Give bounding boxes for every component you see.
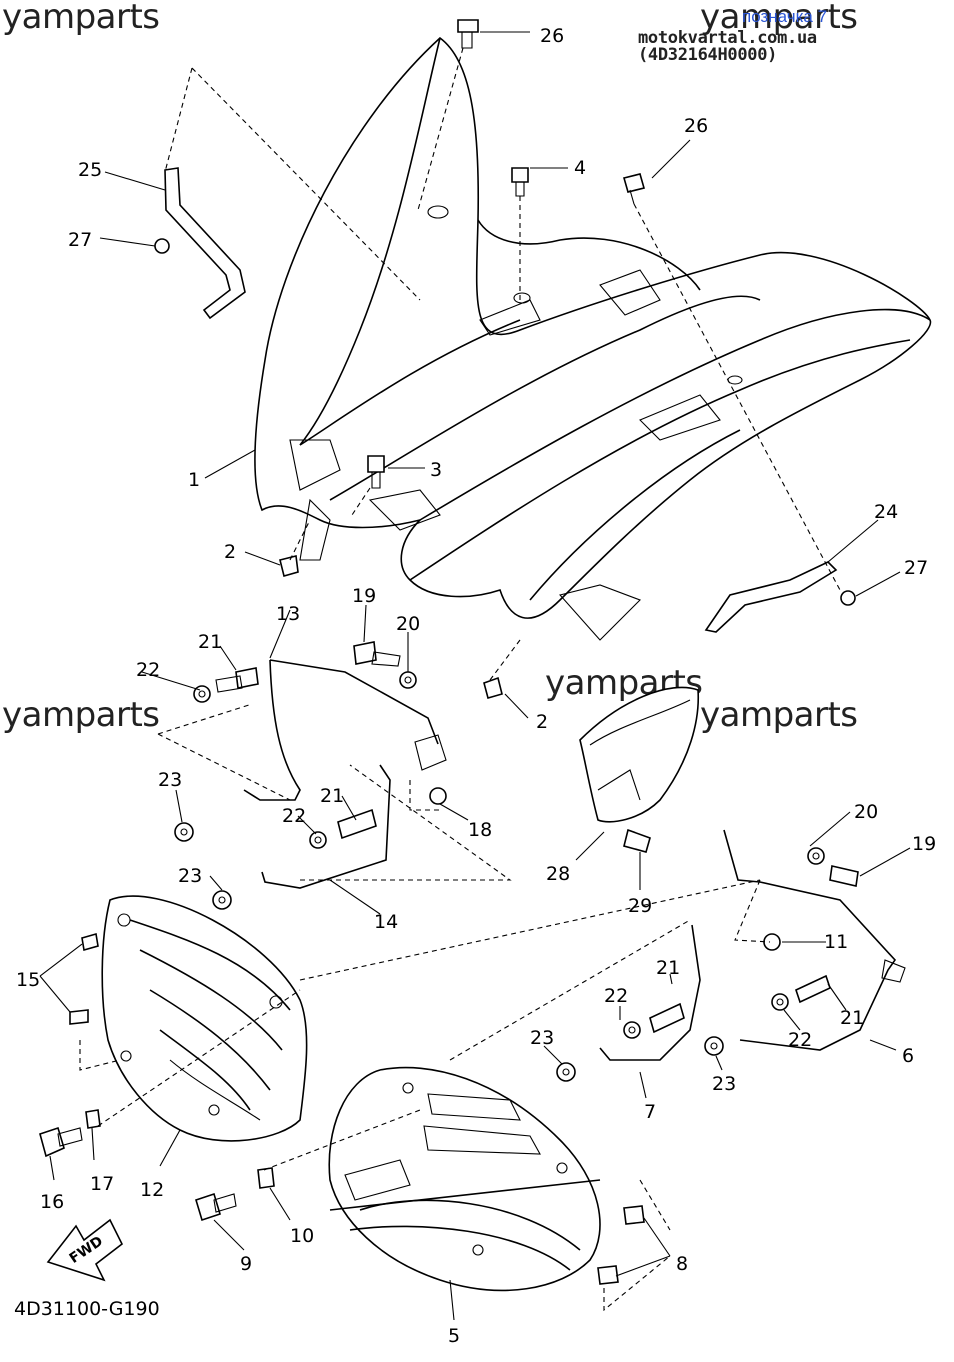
part-label: 27 — [904, 557, 928, 579]
part-label: 7 — [644, 1101, 656, 1123]
part-label: 5 — [448, 1325, 460, 1347]
watermark: yamparts — [2, 695, 160, 735]
stay-6 — [723, 829, 897, 1051]
source-line: motokvartal.com.ua (4D32164H0000) — [638, 28, 817, 65]
part-label: 21 — [198, 631, 222, 653]
watermark: yamparts — [700, 0, 858, 37]
part-label: 21 — [656, 957, 680, 979]
part-label: 3 — [430, 459, 442, 481]
part-label: 24 — [874, 501, 898, 523]
watermark: yamparts — [700, 695, 858, 735]
part-label: 8 — [676, 1253, 688, 1275]
stay-14 — [261, 764, 391, 889]
part-label: 4 — [574, 157, 586, 179]
right-shield-part — [579, 686, 700, 823]
part-label: 26 — [684, 115, 708, 137]
part-label: 2 — [224, 541, 236, 563]
part-label: 10 — [290, 1225, 314, 1247]
part-label: 2 — [536, 711, 548, 733]
part-label: 21 — [320, 785, 344, 807]
part-label: 22 — [788, 1029, 812, 1051]
part-label: 12 — [140, 1179, 164, 1201]
part-label: 16 — [40, 1191, 64, 1213]
stay-13 — [243, 659, 439, 801]
right-mudguard-part — [328, 1066, 601, 1292]
part-label: 22 — [282, 805, 306, 827]
fwd-arrow-icon — [46, 1218, 124, 1282]
header-link[interactable]: позначка 7 — [742, 7, 828, 26]
part-number-labels: 1 2 2 3 4 5 6 7 8 9 10 11 12 13 14 15 16… — [16, 25, 936, 1347]
part-label: 18 — [468, 819, 492, 841]
part-label: 17 — [90, 1173, 114, 1195]
part-label: 23 — [530, 1027, 554, 1049]
stay-7 — [599, 924, 701, 1061]
part-label: 9 — [240, 1253, 252, 1275]
part-label: 20 — [854, 801, 878, 823]
part-label: 23 — [158, 769, 182, 791]
part-label: 26 — [540, 25, 564, 47]
part-label: 29 — [628, 895, 652, 917]
part-label: 25 — [78, 159, 102, 181]
part-label: 27 — [68, 229, 92, 251]
part-label: 11 — [824, 931, 848, 953]
watermark: yamparts — [2, 0, 160, 37]
part-label: 19 — [912, 833, 936, 855]
part-label: 23 — [712, 1073, 736, 1095]
part-label: 28 — [546, 863, 570, 885]
part-label: 22 — [604, 985, 628, 1007]
bracket-24 — [704, 561, 838, 633]
part-label: 15 — [16, 969, 40, 991]
part-label: 21 — [840, 1007, 864, 1029]
part-label: 1 — [188, 469, 200, 491]
part-label: 6 — [902, 1045, 914, 1067]
part-label: 20 — [396, 613, 420, 635]
part-label: 13 — [276, 603, 300, 625]
part-label: 14 — [374, 911, 398, 933]
front-fender-part — [254, 36, 932, 641]
left-mudguard-part — [101, 895, 308, 1142]
part-label: 23 — [178, 865, 202, 887]
part-label: 22 — [136, 659, 160, 681]
bracket-25 — [164, 167, 246, 320]
part-label: 19 — [352, 585, 376, 607]
diagram-code: 4D31100-G190 — [14, 1298, 160, 1320]
